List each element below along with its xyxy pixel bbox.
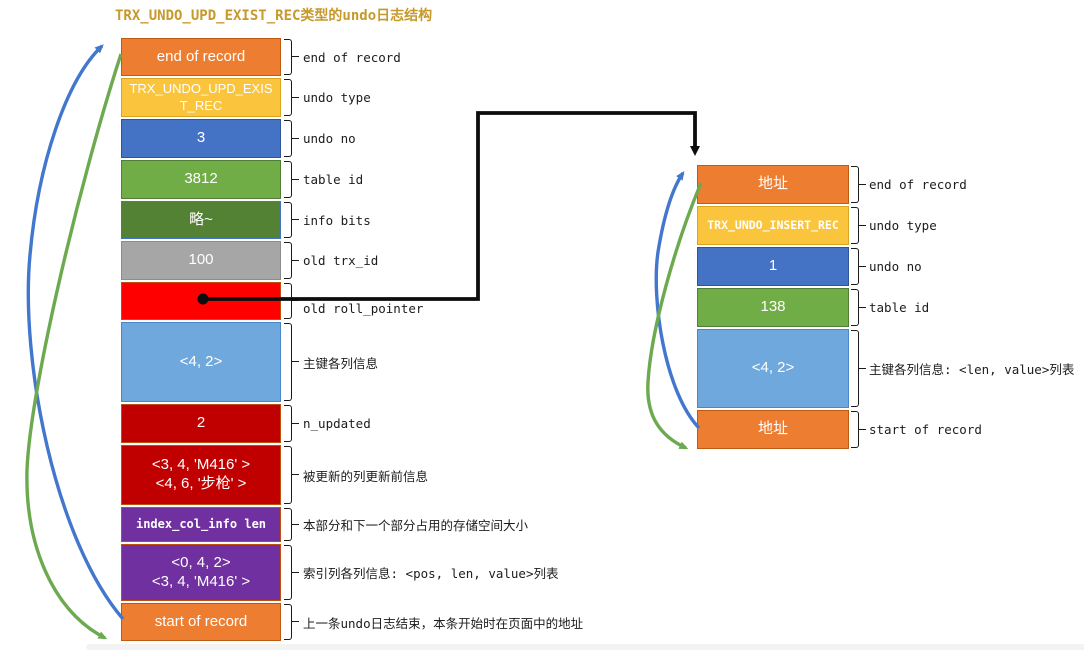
field-bracket [284,545,292,600]
field-bracket [284,79,292,116]
field-bracket [284,120,292,157]
field-tick [291,474,299,475]
field-tick [291,96,299,98]
field-label: old trx_id [303,253,379,268]
field-label: undo type [869,218,937,233]
segment-box: 2 [121,404,281,443]
page-edge-strip [86,644,1084,650]
segment-box: index_col_info len [121,507,281,542]
field-tick [291,571,299,573]
field-tick [858,265,866,267]
field-label: old roll_pointer [303,300,424,316]
field-bracket [284,508,292,541]
segment-box: start of record [121,603,281,641]
field-tick [291,219,299,220]
field-bracket [284,323,292,401]
field-label: 本部分和下一个部分占用的存储空间大小 [303,518,529,533]
field-label: undo type [303,90,371,105]
field-bracket [284,39,292,75]
field-bracket [851,207,859,244]
field-bracket [851,330,859,407]
field-label: 主键各列信息 [303,355,379,371]
field-bracket [284,161,292,198]
segment-box: 138 [697,288,849,327]
segment-box: <0, 4, 2> <3, 4, 'M416' > [121,544,281,601]
field-label: undo no [303,131,356,146]
field-label: undo no [869,259,922,274]
field-label: start of record [869,422,982,437]
segment-box: 100 [121,241,281,280]
field-tick [858,306,866,308]
segment-box: TRX_UNDO_UPD_EXIST_REC [121,78,281,117]
field-bracket [284,242,292,279]
field-label: end of record [303,49,401,65]
segment-box: 3812 [121,160,281,199]
field-tick [858,183,866,185]
field-tick [291,361,299,362]
field-tick [858,367,866,369]
field-tick [291,300,299,301]
field-bracket [851,248,859,285]
segment-box: TRX_UNDO_INSERT_REC [697,206,849,245]
segment-box: 3 [121,119,281,158]
field-label: 上一条undo日志结束，本条开始时在页面中的地址 [303,615,584,631]
field-label: n_updated [303,416,371,431]
segment-box: <4, 2> [697,329,849,408]
green-cycle-arrow-left [25,53,123,640]
field-label: 索引列各列信息: <pos, len, value>列表 [303,566,559,581]
blue-cycle-arrow-left [26,44,125,621]
field-tick [291,259,299,261]
field-label: table id [869,300,930,315]
field-bracket [851,411,859,448]
field-tick [858,224,866,226]
field-bracket [284,202,292,238]
field-bracket [284,283,292,319]
segment-box: end of record [121,38,281,76]
field-tick [291,523,299,525]
segment-box: 地址 [697,410,849,449]
field-label: 被更新的列更新前信息 [303,468,429,484]
field-tick [291,137,299,139]
field-tick [858,428,866,430]
segment-box: 1 [697,247,849,286]
field-label: info bits [303,212,371,228]
green-cycle-arrow-right [646,182,703,450]
field-tick [291,178,299,180]
diagram-title: TRX_UNDO_UPD_EXIST_REC类型的undo日志结构 [115,8,433,24]
field-label: table id [303,172,364,187]
segment-box: 地址 [697,165,849,204]
field-bracket [284,446,292,504]
field-bracket [284,604,292,640]
segment-box: 略~ [121,201,281,239]
field-bracket [851,289,859,326]
field-label: end of record [869,177,967,192]
field-label: 主键各列信息: <len, value>列表 [869,362,1075,377]
segment-box: <3, 4, 'M416' > <4, 6, '步枪' > [121,445,281,505]
segment-box [121,282,281,320]
field-tick [291,56,299,57]
segment-box: <4, 2> [121,322,281,402]
blue-cycle-arrow-right [654,170,701,430]
field-bracket [851,166,859,203]
field-tick [291,422,299,424]
field-bracket [284,405,292,442]
field-tick [291,621,299,622]
